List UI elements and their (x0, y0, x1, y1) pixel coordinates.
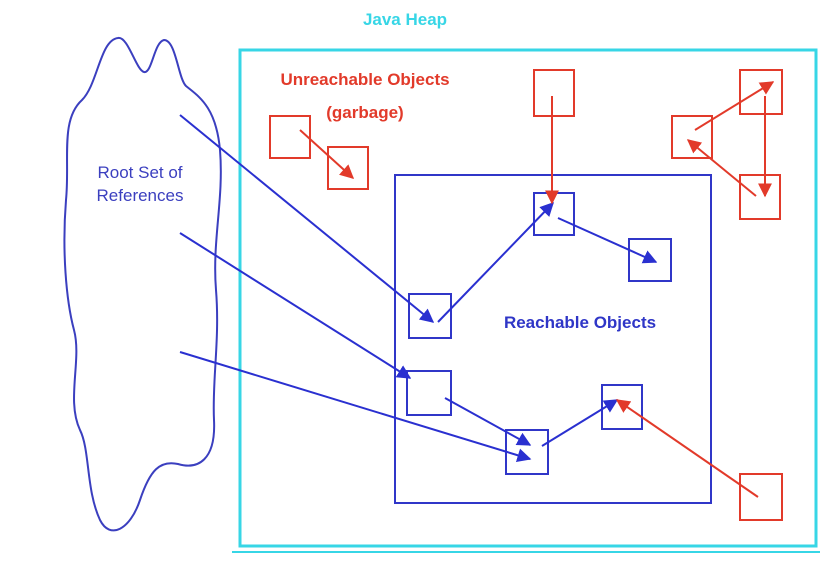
java-heap-boundary (238, 48, 818, 548)
object-reference-arrow (444, 397, 532, 446)
root-reference-arrow (179, 351, 532, 463)
reachable-object-box (533, 192, 575, 236)
garbage-object-box (671, 115, 713, 159)
root-set-cloud (63, 37, 222, 532)
reachable-object-box (628, 238, 672, 282)
reachable-object-box (505, 429, 549, 475)
object-reference-arrow (541, 399, 619, 447)
reachable-object-box (406, 370, 452, 416)
root-set-label-line2: References (96, 186, 184, 205)
garbage-reference-arrow (694, 81, 775, 131)
root-reference-arrow (179, 232, 412, 379)
garbage-object-box (739, 473, 783, 521)
garbage-reference-arrow (615, 399, 759, 498)
object-reference-arrow (437, 201, 554, 323)
garbage-label: (garbage) (326, 103, 404, 122)
reachable-object-box (601, 384, 643, 430)
root-reference-arrow (179, 114, 435, 323)
garbage-object-box (327, 146, 369, 190)
java-heap-title: Java Heap (362, 10, 448, 29)
garbage-reference-arrow (686, 139, 757, 197)
unreachable-objects-label: Unreachable Objects (280, 70, 450, 89)
object-reference-arrow (557, 217, 658, 264)
root-set-label-line1: Root Set of (97, 163, 183, 182)
garbage-object-box (269, 115, 311, 159)
reachable-object-box (408, 293, 452, 339)
garbage-reference-arrow (299, 129, 355, 179)
garbage-object-box (533, 69, 575, 117)
reachable-objects-label: Reachable Objects (503, 313, 657, 332)
garbage-object-box (739, 174, 781, 220)
garbage-object-box (739, 69, 783, 115)
